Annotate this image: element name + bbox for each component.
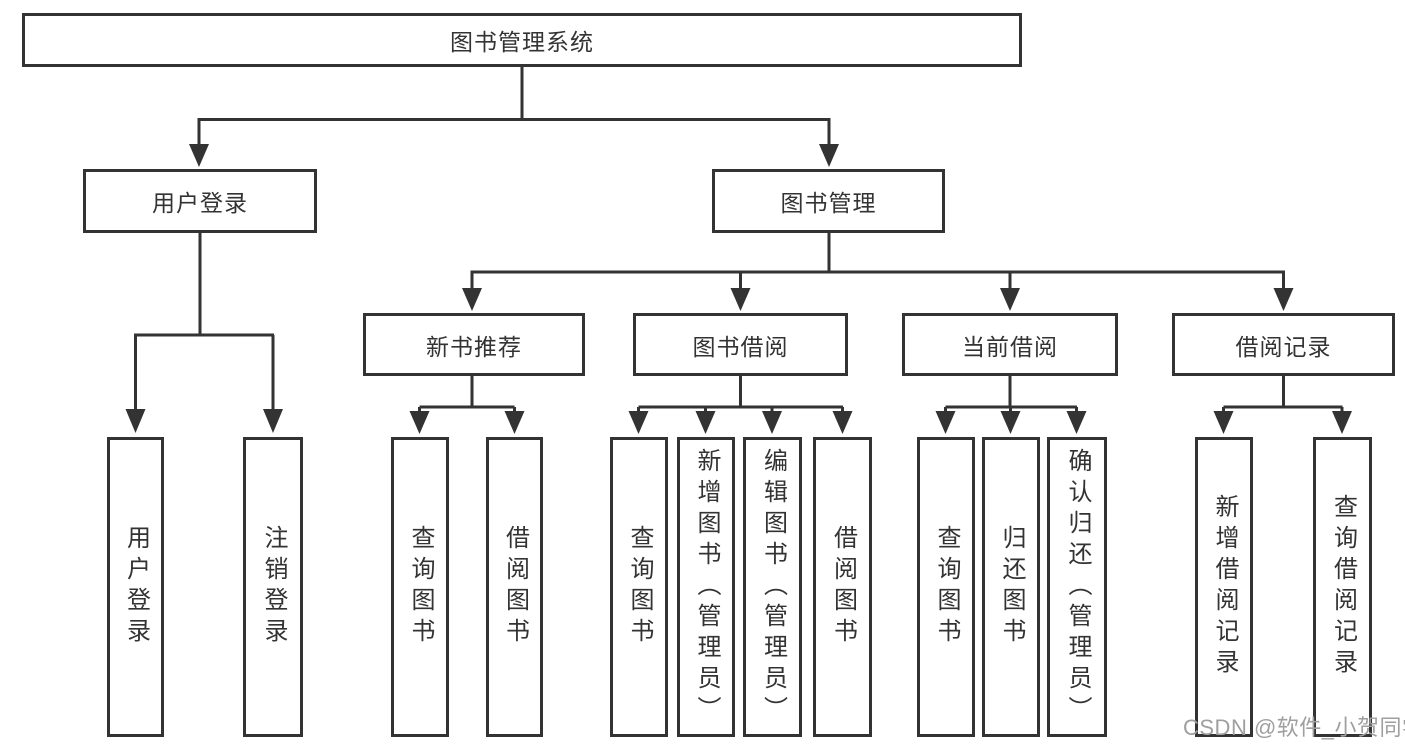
node-book-borrow-label: 图书借阅 (692, 333, 789, 360)
leaf-return-book: 归还图书 (982, 437, 1040, 737)
leaf-query-current-borrow: 查询图书 (917, 437, 975, 737)
node-current-borrow-label: 当前借阅 (962, 333, 1058, 360)
leaf-borrow-book-label: 借阅图书 (829, 525, 857, 649)
connector-line-group (134, 66, 1344, 412)
leaf-query-book-recommend-label: 查询图书 (407, 525, 434, 649)
arrowhead-icon (628, 411, 649, 434)
node-book-management-label: 图书管理 (780, 190, 877, 216)
arrowhead-icon (1332, 411, 1352, 434)
connector-current-borrow (944, 376, 1078, 412)
arrowhead-icon (819, 144, 839, 167)
arrowhead-group (125, 144, 1352, 434)
arrowhead-icon (1213, 411, 1234, 434)
arrowhead-icon (409, 411, 430, 434)
leaf-logout: 注销登录 (243, 437, 303, 737)
node-borrow-records-label: 借阅记录 (1235, 333, 1332, 360)
leaf-user-login: 用户登录 (107, 437, 164, 737)
leaf-return-book-label: 归还图书 (998, 525, 1025, 649)
leaf-add-book-admin-label: 新增图书（管理员） (693, 447, 720, 727)
leaf-borrow-book-recommend-label: 借阅图书 (501, 525, 529, 649)
arrowhead-icon (263, 409, 283, 433)
leaf-logout-label: 注销登录 (260, 525, 287, 649)
csdn-watermark: CSDN @软件_小贺同学 (1183, 715, 1405, 740)
arrowhead-icon (462, 288, 482, 311)
arrowhead-icon (125, 409, 146, 433)
arrowhead-icon (935, 411, 956, 434)
leaf-edit-book-admin: 编辑图书（管理员） (743, 437, 802, 737)
leaf-query-borrow-record: 查询借阅记录 (1313, 437, 1372, 737)
leaf-add-book-admin: 新增图书（管理员） (677, 437, 735, 737)
connector-book-borrow (637, 376, 844, 412)
node-book-management: 图书管理 (712, 169, 945, 233)
node-current-borrow: 当前借阅 (902, 313, 1118, 376)
arrowhead-icon (1273, 288, 1294, 311)
connector-root (197, 66, 831, 146)
arrowhead-icon (504, 411, 525, 434)
node-book-borrow: 图书借阅 (633, 313, 848, 376)
node-new-book-recommend: 新书推荐 (363, 313, 585, 376)
leaf-borrow-book-recommend: 借阅图书 (486, 437, 543, 737)
arrowhead-icon (730, 288, 751, 311)
arrowhead-icon (695, 411, 716, 434)
leaf-query-book-borrow-label: 查询图书 (626, 525, 653, 649)
connector-new-book-recommend (418, 376, 516, 412)
leaf-query-book-borrow: 查询图书 (610, 437, 668, 737)
arrowhead-icon (1066, 411, 1087, 434)
node-root-label: 图书管理系统 (450, 29, 594, 55)
arrowhead-icon (832, 411, 853, 434)
connector-book-management (470, 232, 1285, 289)
leaf-borrow-book: 借阅图书 (813, 437, 872, 737)
node-borrow-records: 借阅记录 (1172, 313, 1395, 376)
leaf-query-book-recommend: 查询图书 (391, 437, 449, 737)
leaf-add-borrow-record: 新增借阅记录 (1195, 437, 1253, 737)
arrowhead-icon (1000, 288, 1020, 311)
connector-borrow-records (1222, 376, 1344, 412)
arrowhead-icon (1000, 411, 1021, 434)
leaf-confirm-return-admin: 确认归还（管理员） (1047, 437, 1107, 737)
node-user-login-label: 用户登录 (152, 190, 248, 216)
node-root: 图书管理系统 (22, 13, 1022, 67)
node-user-login: 用户登录 (83, 169, 317, 233)
arrowhead-icon (762, 411, 782, 434)
leaf-add-borrow-record-label: 新增借阅记录 (1211, 494, 1238, 680)
leaf-query-current-borrow-label: 查询图书 (933, 525, 960, 649)
connector-user-login (134, 233, 275, 410)
arrowhead-icon (189, 144, 209, 167)
leaf-edit-book-admin-label: 编辑图书（管理员） (759, 447, 787, 727)
leaf-confirm-return-admin-label: 确认归还（管理员） (1064, 447, 1091, 727)
node-new-book-recommend-label: 新书推荐 (426, 333, 522, 360)
leaf-user-login-label: 用户登录 (122, 525, 150, 649)
leaf-query-borrow-record-label: 查询借阅记录 (1329, 494, 1357, 680)
